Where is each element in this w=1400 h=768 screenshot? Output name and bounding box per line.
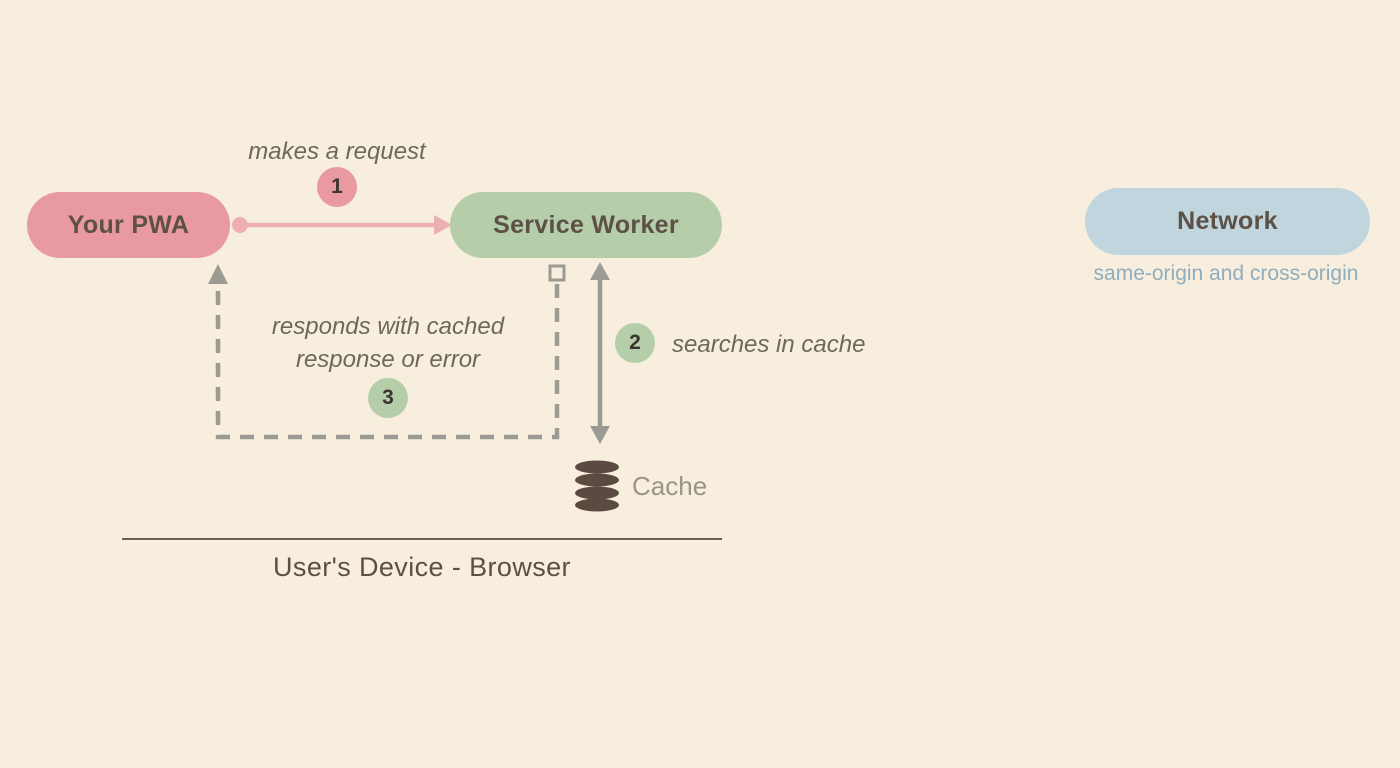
step2-label: searches in cache [672, 331, 866, 358]
cache-search-arrow [590, 262, 610, 444]
cache-search-arrowhead-down-icon [590, 426, 610, 444]
step3-label: responds with cached response or error [271, 313, 505, 373]
response-path-start-square [548, 264, 566, 282]
network-subtitle: same-origin and cross-origin [1093, 262, 1359, 285]
step1-badge: 1 [317, 167, 357, 207]
service-worker-node: Service Worker [450, 192, 722, 258]
cache-node-label: Cache [632, 471, 708, 501]
service-worker-node-label: Service Worker [493, 210, 679, 239]
network-node-label: Network [1177, 207, 1278, 235]
cache-search-arrowhead-up-icon [590, 262, 610, 280]
pwa-node: Your PWA [27, 192, 230, 258]
step3-badge: 3 [368, 378, 408, 418]
network-node: Network [1085, 188, 1370, 255]
step2-badge: 2 [615, 323, 655, 363]
step1-label: makes a request [248, 138, 426, 165]
response-arrowhead-up-icon [208, 264, 228, 284]
database-icon [575, 460, 619, 512]
pwa-node-label: Your PWA [67, 210, 190, 239]
step3-badge-number: 3 [382, 386, 394, 409]
step1-badge-number: 1 [331, 175, 343, 198]
device-boundary-label: User's Device - Browser [273, 552, 571, 582]
request-arrow [232, 215, 452, 235]
step2-badge-number: 2 [629, 331, 641, 354]
request-arrow-origin-dot [232, 217, 248, 233]
